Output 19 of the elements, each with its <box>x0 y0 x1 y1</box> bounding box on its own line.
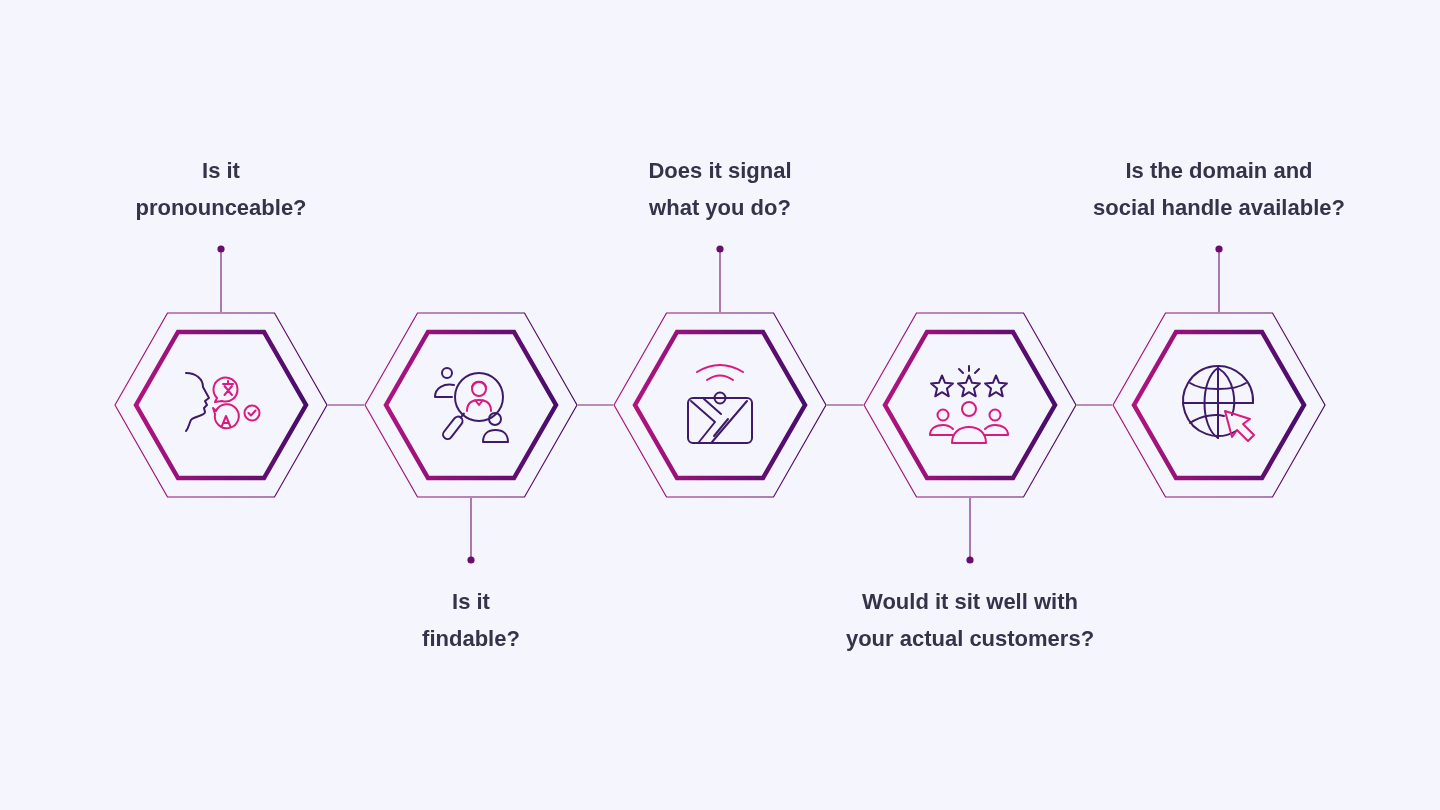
question-text: Is the domain and social handle available? <box>1092 157 1346 222</box>
hexagon-frame <box>114 312 328 498</box>
leader-line <box>1215 245 1223 313</box>
question-text: Is it findable? <box>421 588 521 653</box>
connector-line <box>1076 404 1113 406</box>
question-text: Does it signal what you do? <box>647 157 793 222</box>
connector-line <box>327 404 365 406</box>
question-text: Is it pronounceable? <box>134 157 308 222</box>
connector-line <box>826 404 864 406</box>
leader-line <box>716 245 724 313</box>
hexagon-frame <box>1112 312 1326 498</box>
hexagon-frame <box>613 312 827 498</box>
leader-line <box>467 497 475 564</box>
hexagon-frame <box>364 312 578 498</box>
connector-line <box>577 404 614 406</box>
question-text: Would it sit well with your actual customers? <box>844 588 1096 653</box>
leader-line <box>966 497 974 564</box>
hexagon-frame <box>863 312 1077 498</box>
leader-line <box>217 245 225 313</box>
